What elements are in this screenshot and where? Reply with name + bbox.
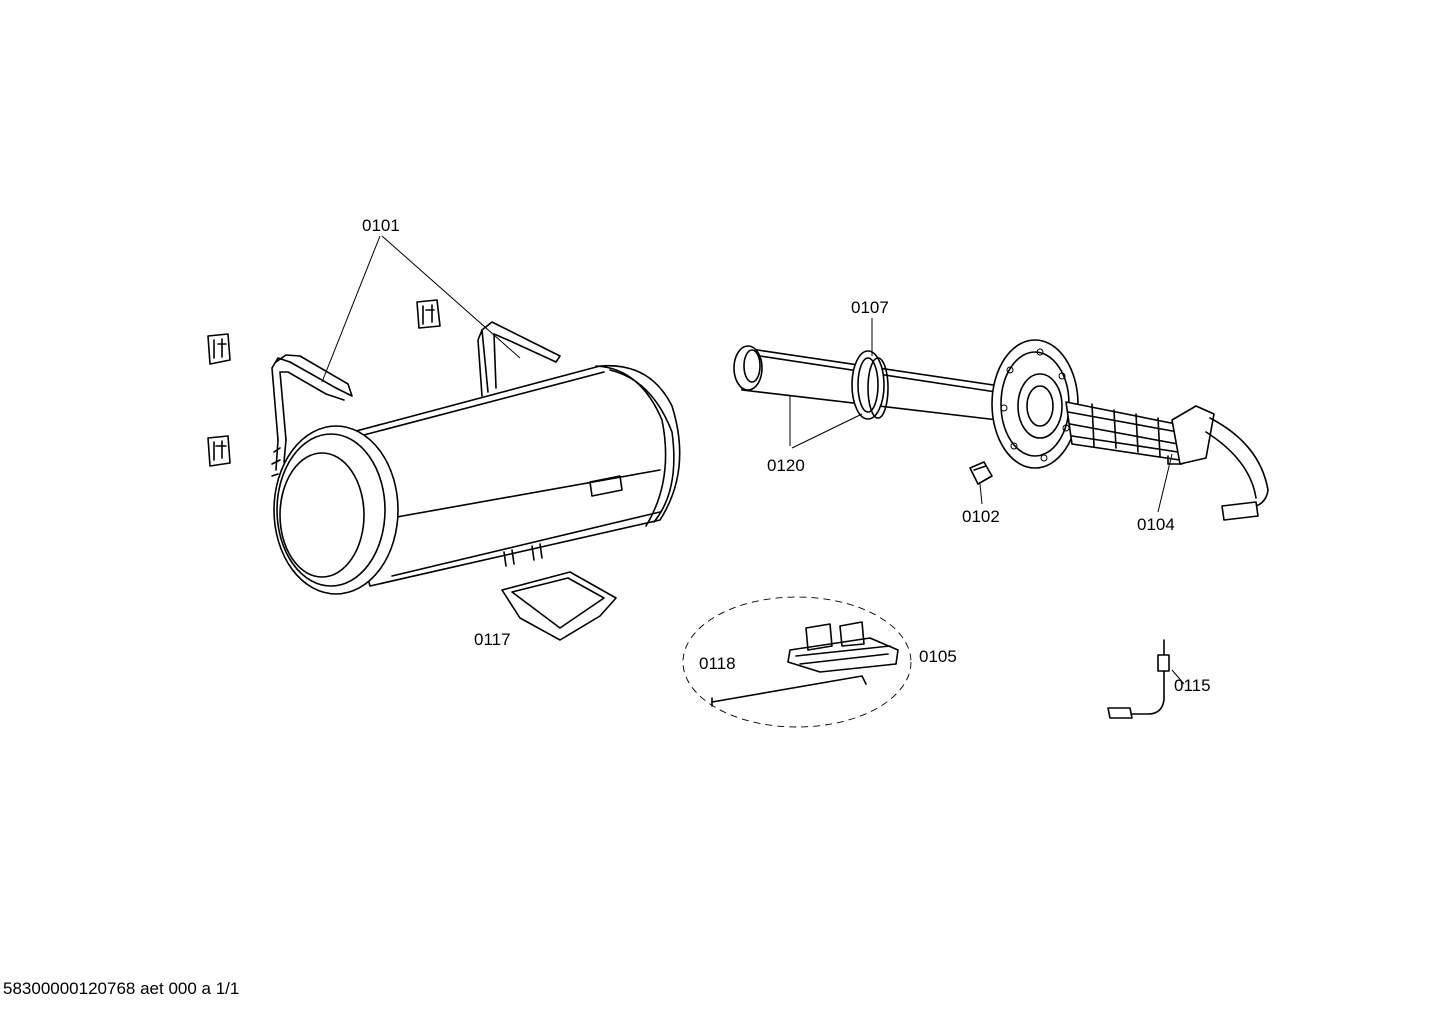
cover-tray [501,571,617,641]
label-0107: 0107 [851,298,889,317]
electronics-group [682,596,912,728]
label-0102: 0102 [962,507,1000,526]
sensor-rod [711,675,867,703]
clip-left-top [207,333,231,365]
drawing-reference-number: 58300000120768 aet 000 a 1/1 [3,979,240,998]
clip-left-bottom [207,435,231,467]
mounting-bracket-left [271,354,353,471]
label-0118: 0118 [699,654,736,673]
water-tank [271,364,681,595]
connector-block [969,461,993,485]
label-0105: 0105 [919,647,957,666]
label-0117: 0117 [474,630,511,649]
clip-middle-top [416,299,441,329]
circuit-board [787,637,899,673]
cable-sensor [1107,639,1170,719]
heater-flange [991,339,1079,469]
part-labels: 0101 0107 0120 0102 0104 0117 0118 0105 … [362,216,1211,695]
heating-element [1065,401,1269,521]
leader-lines [321,235,1185,685]
label-0101: 0101 [362,216,400,235]
label-0120: 0120 [767,456,805,475]
sealing-ring [851,350,889,420]
label-0115: 0115 [1174,676,1211,695]
label-0104: 0104 [1137,515,1175,534]
